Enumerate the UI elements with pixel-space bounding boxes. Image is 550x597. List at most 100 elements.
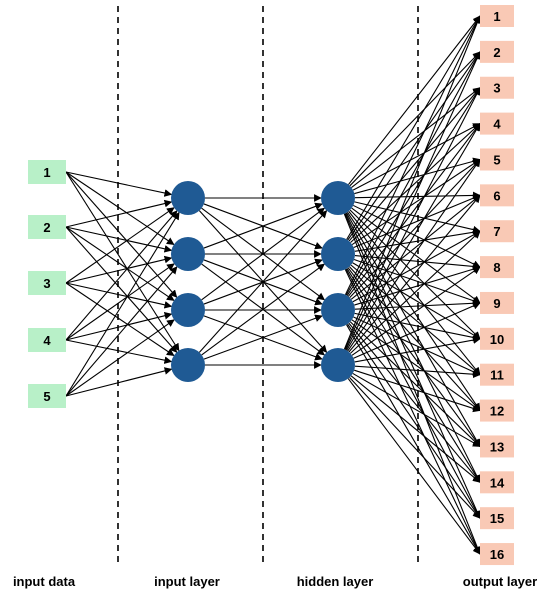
output-label: 8 <box>493 260 500 275</box>
output-box <box>480 76 514 99</box>
edge-hidden-3-to-output-4 <box>347 122 481 297</box>
output-node: 15 <box>480 507 514 530</box>
output-node: 4 <box>480 112 514 135</box>
edge-hidden-2-to-output-9 <box>353 259 481 305</box>
output-box <box>480 256 514 279</box>
edge-hidden-3-to-output-3 <box>346 87 481 296</box>
edge-hidden-3-to-output-15 <box>347 323 481 519</box>
edge-hidden-2-to-output-11 <box>350 264 481 376</box>
output-label: 16 <box>490 547 504 562</box>
output-box <box>480 507 514 530</box>
edge-hidden-2-to-output-10 <box>352 262 481 340</box>
edge-hidden-2-to-output-5 <box>351 159 481 246</box>
output-label: 9 <box>493 296 500 311</box>
edge-hidden-3-to-output-14 <box>348 322 481 483</box>
edge-hidden-2-to-output-1 <box>346 15 481 240</box>
edge-input-4-to-neuron-3 <box>65 311 173 341</box>
edge-hidden-1-to-output-9 <box>351 207 481 304</box>
output-box <box>480 399 514 422</box>
input-data-box <box>28 271 66 295</box>
output-label: 7 <box>493 224 500 239</box>
layer-label-hidden-layer: hidden layer <box>297 574 374 589</box>
input-data-label: 5 <box>43 389 50 404</box>
edge-hidden-3-to-output-16 <box>346 324 481 555</box>
output-label: 11 <box>490 368 504 383</box>
edge-hidden-4-to-output-12 <box>354 369 481 413</box>
input-data-box <box>28 328 66 352</box>
edge-hidden-1-to-output-2 <box>349 51 481 187</box>
output-node: 5 <box>480 148 514 171</box>
input-data-node: 4 <box>28 328 66 352</box>
input-data-box <box>28 215 66 239</box>
edge-hidden-2-to-output-7 <box>354 228 481 252</box>
edge-hidden-1-to-output-7 <box>354 201 481 234</box>
output-node: 9 <box>480 291 514 314</box>
edge-hidden-1-to-output-16 <box>343 213 482 555</box>
edge-hidden-4-to-output-5 <box>347 158 481 352</box>
edge-neuron-4-to-hidden-2 <box>201 263 325 356</box>
edge-hidden-3-to-output-12 <box>351 319 481 412</box>
edge-input-1-to-neuron-3 <box>65 171 178 298</box>
input-data-label: 3 <box>43 276 50 291</box>
output-node: 7 <box>480 220 514 243</box>
input-data-box <box>28 160 66 184</box>
edge-hidden-4-to-output-15 <box>349 377 481 519</box>
edge-hidden-4-to-output-10 <box>354 336 481 363</box>
input-data-label: 4 <box>43 333 51 348</box>
output-box <box>480 112 514 135</box>
connections <box>65 15 482 555</box>
edge-input-5-to-neuron-1 <box>65 211 180 397</box>
output-box <box>480 148 514 171</box>
edge-hidden-4-to-output-1 <box>343 15 481 350</box>
layer-label-output-layer: output layer <box>463 574 537 589</box>
edge-hidden-2-to-output-6 <box>353 194 481 249</box>
edge-neuron-4-to-hidden-3 <box>203 314 323 360</box>
edge-hidden-2-to-output-15 <box>345 268 481 519</box>
edge-hidden-1-to-output-3 <box>351 87 481 189</box>
edge-hidden-4-to-output-6 <box>348 194 481 353</box>
edge-input-2-to-neuron-1 <box>65 199 173 228</box>
output-box <box>480 291 514 314</box>
output-box <box>480 184 514 207</box>
edge-hidden-3-to-output-5 <box>349 158 481 299</box>
output-node: 8 <box>480 256 514 279</box>
edge-input-3-to-neuron-3 <box>65 282 173 309</box>
output-label: 6 <box>493 188 500 203</box>
output-label: 3 <box>493 81 500 96</box>
edge-hidden-4-to-output-7 <box>349 230 481 354</box>
output-label: 12 <box>490 404 504 419</box>
output-label: 2 <box>493 45 500 60</box>
edge-hidden-4-to-output-14 <box>350 375 481 483</box>
layer-label-input-data: input data <box>13 574 76 589</box>
output-node: 16 <box>480 543 514 566</box>
input-data-label: 1 <box>43 165 50 180</box>
input-data-node: 2 <box>28 215 66 239</box>
hidden-layer-neuron <box>321 348 355 382</box>
edge-hidden-4-to-output-8 <box>351 266 481 356</box>
edge-hidden-1-to-output-6 <box>354 191 481 200</box>
hidden-layer-neuron <box>321 181 355 215</box>
edge-hidden-2-to-output-4 <box>350 123 481 243</box>
output-node: 13 <box>480 435 514 458</box>
edge-input-1-to-neuron-4 <box>65 171 180 352</box>
output-node: 14 <box>480 471 514 494</box>
edge-hidden-3-to-output-13 <box>349 321 481 447</box>
edge-hidden-4-to-output-16 <box>347 378 481 555</box>
output-label: 13 <box>490 439 504 454</box>
output-box <box>480 5 514 27</box>
edge-input-4-to-neuron-4 <box>65 339 173 364</box>
edge-neuron-3-to-hidden-1 <box>201 207 325 301</box>
output-label: 5 <box>493 152 500 167</box>
edge-hidden-2-to-output-3 <box>348 87 481 242</box>
output-label: 1 <box>493 9 500 24</box>
edge-hidden-4-to-output-2 <box>344 51 481 350</box>
edge-hidden-1-to-output-14 <box>345 212 481 483</box>
edge-hidden-3-to-output-6 <box>350 194 481 300</box>
edge-input-1-to-neuron-2 <box>65 171 175 245</box>
output-box <box>480 220 514 243</box>
edge-hidden-4-to-output-3 <box>345 87 481 351</box>
edge-hidden-3-to-output-9 <box>354 299 481 310</box>
input-layer-neuron <box>171 348 205 382</box>
